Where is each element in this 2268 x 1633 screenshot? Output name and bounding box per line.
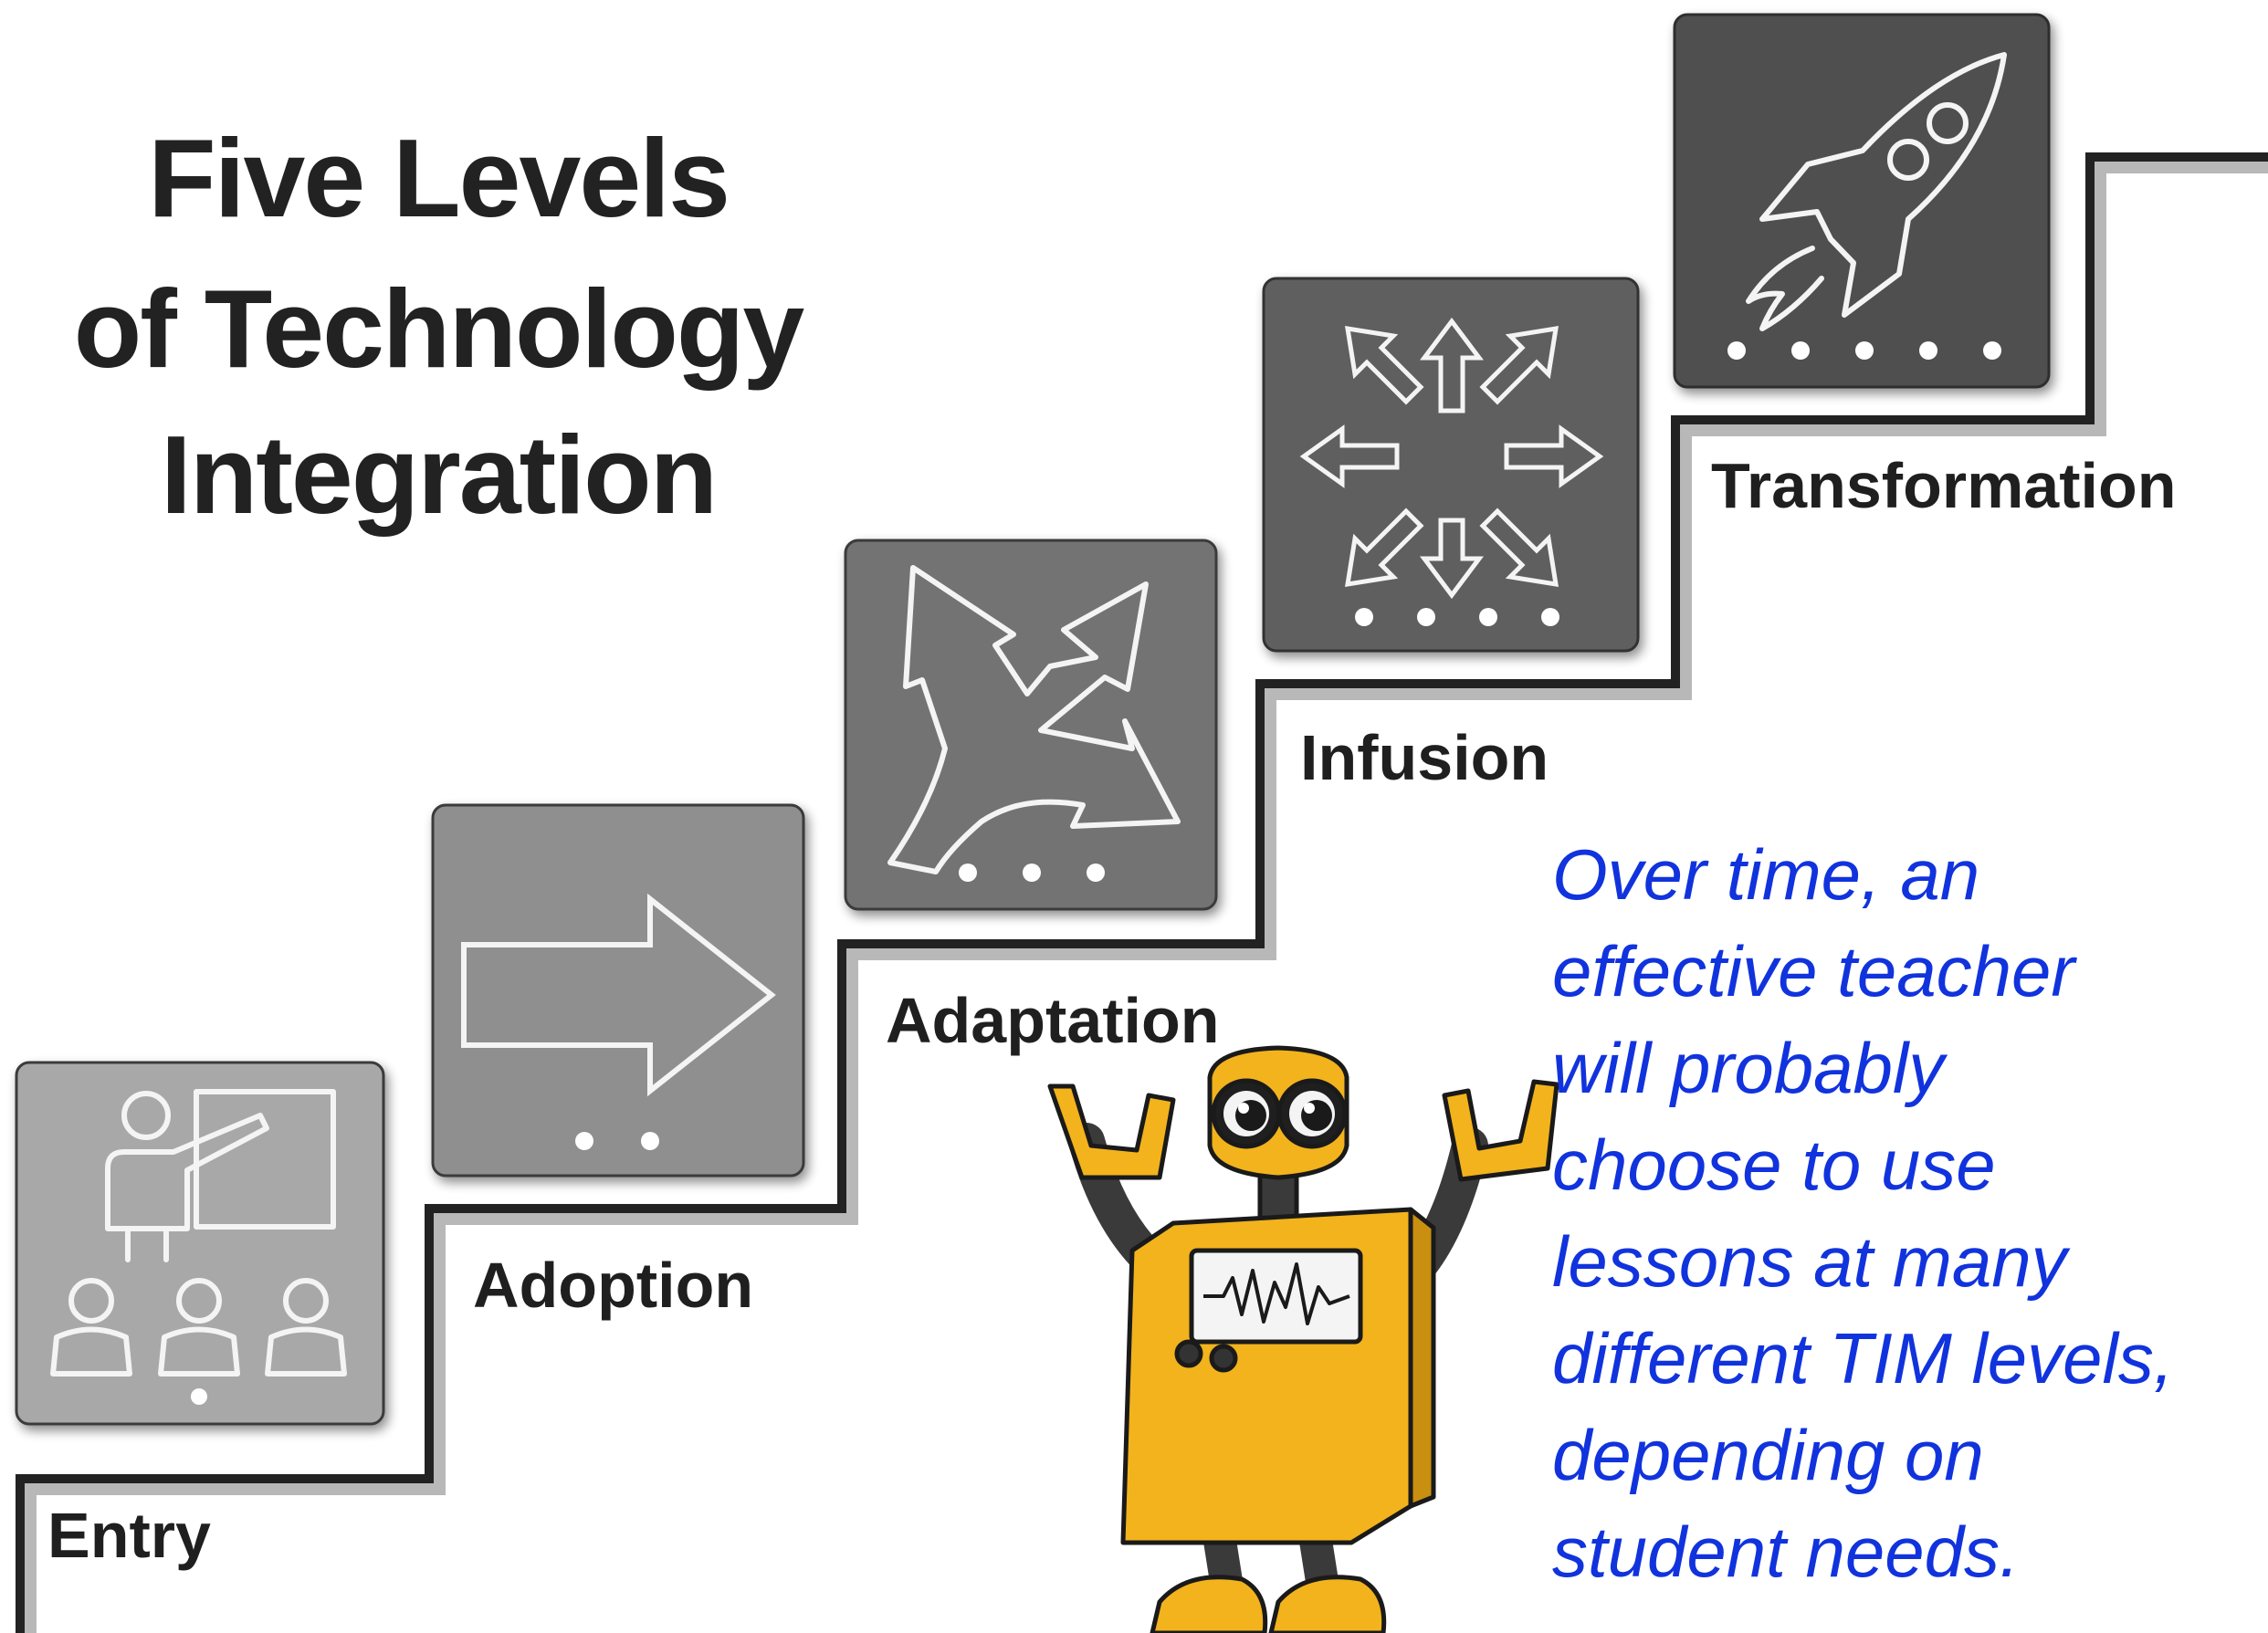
level-dots [1355, 608, 1559, 626]
note-line: effective teacher [1552, 931, 2075, 1011]
note-line: Over time, an [1552, 834, 1980, 915]
note-line: depending on [1552, 1415, 1984, 1495]
level-label-adoption: Adoption [473, 1250, 754, 1321]
level-tile-adoption [431, 803, 805, 1178]
note-line: choose to use [1552, 1125, 1996, 1205]
robot-icon [1047, 1045, 1559, 1633]
level-dots [959, 864, 1105, 882]
radiating-arrows-icon [1299, 317, 1604, 600]
level-tile-transformation [1673, 13, 2051, 389]
level-dots [1727, 341, 2001, 360]
level-dots [575, 1132, 659, 1150]
level-tile-entry [15, 1061, 385, 1426]
title-line-3: Integration [160, 413, 718, 537]
note-line: will probably [1552, 1028, 1945, 1108]
note-line: student needs. [1552, 1512, 2020, 1592]
level-label-transformation: Transformation [1711, 450, 2177, 521]
note-line: lessons at many [1552, 1221, 2067, 1302]
staircase-line-shadow [18, 155, 2268, 1633]
level-label-entry: Entry [47, 1500, 211, 1571]
teacher-presenting-icon [50, 1089, 347, 1377]
level-tile-adaptation [844, 539, 1218, 911]
rocket-icon [1746, 52, 2007, 331]
staircase-line [16, 152, 2268, 1633]
title-line-1: Five Levels [148, 116, 730, 240]
level-label-infusion: Infusion [1300, 722, 1549, 793]
note-line: different TIM levels, [1552, 1318, 2174, 1398]
branching-arrows-icon [887, 565, 1181, 874]
level-label-adaptation: Adaptation [886, 985, 1220, 1056]
title-line-2: of Technology [73, 267, 805, 391]
level-dots [191, 1388, 207, 1405]
level-tile-infusion [1262, 277, 1640, 653]
right-arrow-icon [461, 893, 776, 1097]
explanatory-note: Over time, an effective teacher will pro… [1552, 826, 2264, 1600]
